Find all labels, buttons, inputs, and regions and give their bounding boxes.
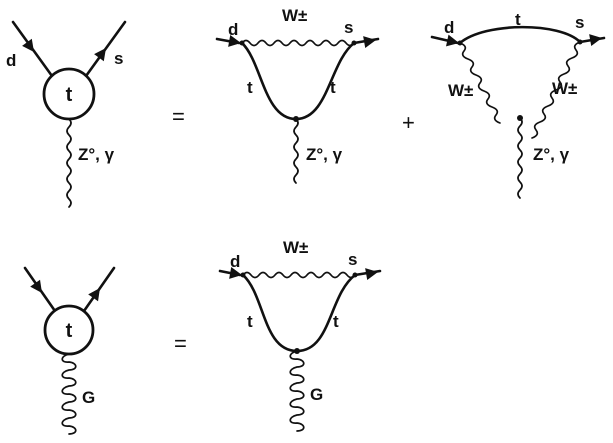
c2-w-propagator: [242, 271, 356, 279]
a1-s-label: s: [344, 18, 353, 37]
row1-equals: =: [172, 104, 185, 129]
c2-s-arrow: [365, 268, 378, 280]
b1-z-photon: [517, 117, 523, 199]
a1-t-left-label: t: [247, 78, 253, 97]
c2-d-arrow: [229, 267, 242, 279]
a1-t-right-label: t: [330, 78, 336, 97]
row2-lhs-vertex: t G: [23, 266, 116, 435]
row1-lhs-vertex: t d s Z°, γ: [6, 20, 127, 208]
b1-t-label: t: [515, 10, 521, 29]
lhs2-gluon-label: G: [82, 388, 95, 407]
b1-d-arrow: [446, 34, 459, 47]
lhs1-s-arrow: [94, 48, 106, 62]
lhs1-boson-label: Z°, γ: [78, 145, 115, 164]
a1-s-arrow: [363, 36, 376, 48]
a1-d-arrow: [228, 35, 241, 47]
b1-s-label: s: [575, 13, 584, 32]
lhs1-d-label: d: [6, 51, 16, 70]
row2-diagram: d s W± t t G: [218, 238, 382, 432]
lhs1-s-label: s: [114, 49, 123, 68]
c2-gluon-label: G: [310, 385, 323, 404]
lhs2-gluon: [61, 353, 77, 435]
b1-w-left-label: W±: [448, 81, 473, 100]
b1-w-left: [459, 42, 501, 124]
c2-gluon: [289, 350, 305, 432]
lhs2-d-arrow: [30, 279, 42, 293]
b1-t-propagator: [458, 25, 582, 45]
b1-w-right-label: W±: [552, 79, 577, 98]
a1-boson-label: Z°, γ: [306, 145, 343, 164]
b1-boson-label: Z°, γ: [533, 145, 570, 164]
a1-t-propagator: [240, 41, 356, 121]
lhs2-loop-label: t: [66, 320, 73, 342]
c2-d-label: d: [230, 252, 240, 271]
c2-s-label: s: [348, 250, 357, 269]
c2-t-right-label: t: [333, 312, 339, 331]
a1-w-propagator: [241, 39, 355, 47]
row2-equals: =: [174, 331, 187, 356]
b1-w-right: [531, 41, 581, 139]
c2-t-left-label: t: [247, 312, 253, 331]
lhs1-loop-label: t: [66, 84, 73, 106]
b1-d-label: d: [444, 18, 454, 37]
row1-diagram-b: d s t W± W± Z°, γ: [430, 10, 606, 199]
row1-plus: +: [402, 110, 415, 135]
a1-d-label: d: [228, 20, 238, 39]
c2-w-label: W±: [283, 238, 308, 257]
lhs1-z-photon: [66, 118, 72, 208]
lhs2-s-arrow: [88, 288, 100, 302]
row1-diagram-a: d s W± t t Z°, γ: [215, 6, 380, 184]
b1-s-arrow: [589, 34, 602, 46]
a1-z-photon: [293, 118, 299, 184]
a1-w-label: W±: [282, 6, 307, 25]
lhs1-d-arrow: [22, 38, 34, 52]
